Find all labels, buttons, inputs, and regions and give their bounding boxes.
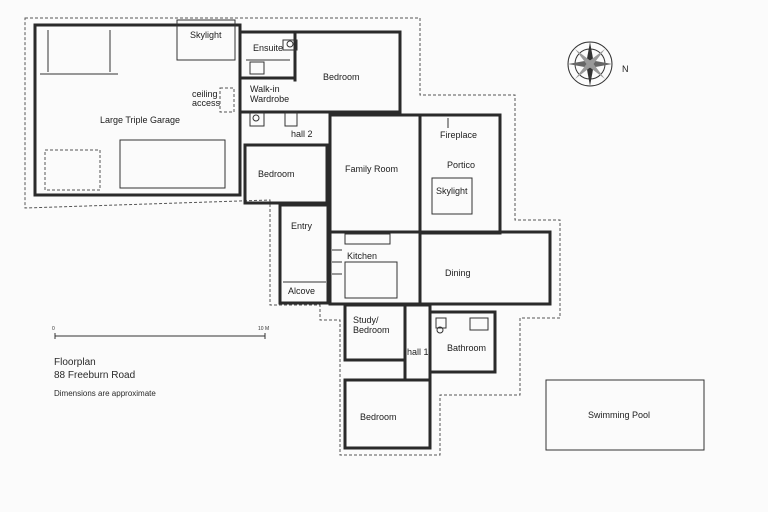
label-kitchen: Kitchen	[347, 251, 377, 261]
label-bedroom-3: Bedroom	[360, 412, 397, 422]
label-garage: Large Triple Garage	[100, 115, 180, 125]
living-walls	[278, 203, 552, 306]
label-hall-2: hall 2	[291, 129, 313, 139]
label-ceiling-access-1: ceiling	[192, 89, 218, 99]
compass-north-label: N	[622, 64, 629, 74]
label-portico: Portico	[447, 160, 475, 170]
scale-start-label: 0	[52, 326, 55, 332]
label-ensuite: Ensuite	[253, 43, 283, 53]
compass-rose	[567, 41, 613, 87]
scale-bar	[54, 333, 266, 339]
label-bedroom-2: Bedroom	[258, 169, 295, 179]
master-wing-walls	[238, 30, 402, 147]
label-entry: Entry	[291, 221, 313, 231]
swimming-pool	[545, 379, 705, 451]
label-fireplace: Fireplace	[440, 130, 477, 140]
caption-title: Floorplan	[54, 357, 96, 368]
label-ceiling-access-2: access	[192, 98, 221, 108]
central-walls	[243, 113, 502, 235]
label-skylight-garage: Skylight	[190, 30, 222, 40]
caption-note: Dimensions are approximate	[54, 389, 156, 398]
label-dining: Dining	[445, 268, 471, 278]
label-walkin-1: Walk-in	[250, 84, 280, 94]
label-walkin-2: Wardrobe	[250, 94, 289, 104]
scale-end-label: 10 M	[258, 326, 269, 332]
label-master-bedroom: Bedroom	[323, 72, 360, 82]
label-study-2: Bedroom	[353, 325, 390, 335]
site-outline	[24, 17, 561, 456]
label-alcove: Alcove	[288, 286, 315, 296]
label-swimming-pool: Swimming Pool	[588, 410, 650, 420]
label-study-1: Study/	[353, 315, 379, 325]
caption-address: 88 Freeburn Road	[54, 370, 136, 381]
fixture-marks	[252, 40, 444, 334]
label-family-room: Family Room	[345, 164, 398, 174]
label-hall-1: hall 1	[407, 347, 429, 357]
label-bathroom: Bathroom	[447, 343, 486, 353]
label-skylight-portico: Skylight	[436, 186, 468, 196]
south-wing-walls	[343, 303, 497, 450]
